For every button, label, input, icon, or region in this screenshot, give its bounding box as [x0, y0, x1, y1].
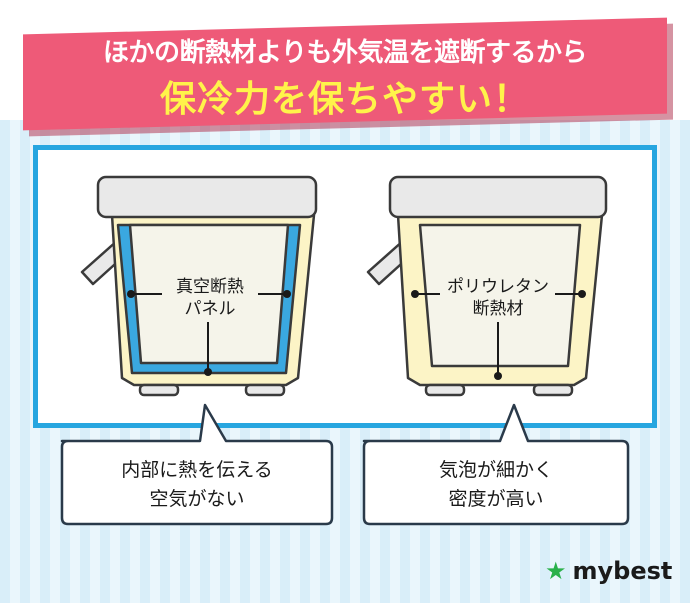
- right-cooler: ポリウレタン 断熱材: [366, 175, 608, 397]
- vacuum-panel-label-2: パネル: [185, 299, 236, 319]
- right-inner: [418, 223, 582, 368]
- right-dot-bottom: [494, 372, 502, 380]
- star-icon: ★: [545, 557, 567, 585]
- right-callout-line2: 密度が高い: [448, 488, 543, 510]
- right-foot-2: [532, 383, 574, 397]
- left-dot-bottom: [204, 368, 212, 376]
- left-dot-left: [127, 290, 135, 298]
- right-dot-right: [578, 290, 586, 298]
- right-callout-bubble: [362, 403, 630, 526]
- right-foot-1: [424, 383, 466, 397]
- mybest-logo: ★ mybest: [545, 556, 675, 586]
- left-foot-1: [138, 383, 180, 397]
- right-dot-left: [411, 290, 419, 298]
- left-callout-line1: 内部に熱を伝える: [121, 459, 272, 481]
- left-callout: 内部に熱を伝える 空気がない: [60, 403, 334, 526]
- vacuum-panel-label-1: 真空断熱: [176, 277, 244, 297]
- polyurethane-label-2: 断熱材: [473, 299, 524, 319]
- logo-text: mybest: [572, 557, 673, 585]
- left-cooler: 真空断熱 パネル: [80, 175, 318, 397]
- left-foot-2: [244, 383, 286, 397]
- right-lid: [388, 175, 608, 219]
- left-dot-right: [283, 290, 291, 298]
- left-lid: [96, 175, 318, 219]
- right-callout: 気泡が細かく 密度が高い: [362, 403, 630, 526]
- right-callout-line1: 気泡が細かく: [439, 459, 553, 481]
- banner-subheadline: 保冷力を保ちやすい！: [159, 79, 530, 120]
- left-inner: [128, 223, 290, 365]
- left-callout-bubble: [60, 403, 334, 526]
- polyurethane-label-1: ポリウレタン: [447, 277, 549, 297]
- banner-headline: ほかの断熱材よりも外気温を遮断するから: [103, 38, 587, 68]
- left-callout-line2: 空気がない: [149, 488, 244, 510]
